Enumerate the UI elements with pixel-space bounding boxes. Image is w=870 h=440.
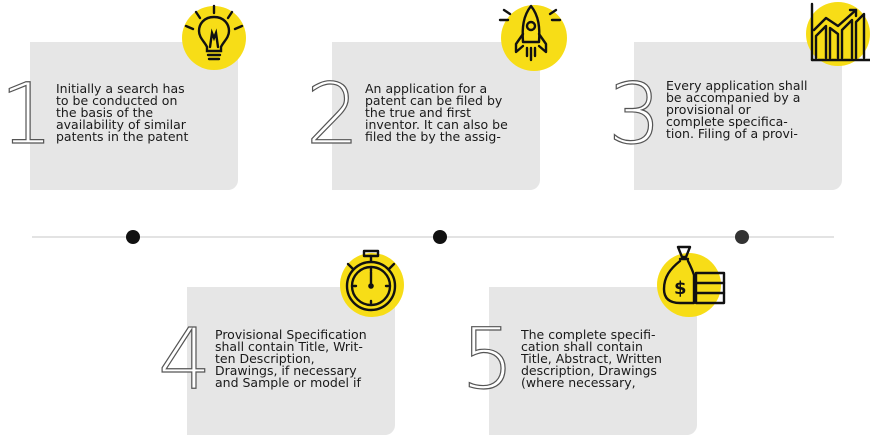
svg-text:$: $ bbox=[674, 278, 687, 299]
step-card-2 bbox=[332, 42, 540, 190]
step-number-5: 5 bbox=[460, 310, 515, 408]
growth-chart-icon bbox=[798, 0, 870, 90]
money-bag-icon: $ bbox=[650, 245, 740, 335]
timeline-dot-1 bbox=[126, 230, 140, 244]
lightbulb-icon bbox=[176, 2, 266, 92]
step-text-4: Provisional Specification shall contain … bbox=[215, 329, 367, 390]
step-text-5: The complete specifi- cation shall conta… bbox=[521, 329, 662, 390]
rocket-icon bbox=[494, 2, 584, 92]
stopwatch-icon bbox=[334, 248, 424, 338]
step-number-4: 4 bbox=[157, 310, 212, 408]
step-number-2: 2 bbox=[305, 65, 360, 163]
step-text-2: An application for a patent can be filed… bbox=[365, 83, 508, 144]
step-card-3 bbox=[634, 42, 842, 190]
step-text-1: Initially a search has to be conducted o… bbox=[56, 83, 189, 144]
step-card-5 bbox=[489, 287, 697, 435]
timeline-dot-2 bbox=[433, 230, 447, 244]
timeline-dot-3 bbox=[735, 230, 749, 244]
step-number-3: 3 bbox=[607, 65, 662, 163]
step-text-3: Every application shall be accompanied b… bbox=[666, 80, 808, 141]
step-number-1: 1 bbox=[0, 65, 54, 163]
